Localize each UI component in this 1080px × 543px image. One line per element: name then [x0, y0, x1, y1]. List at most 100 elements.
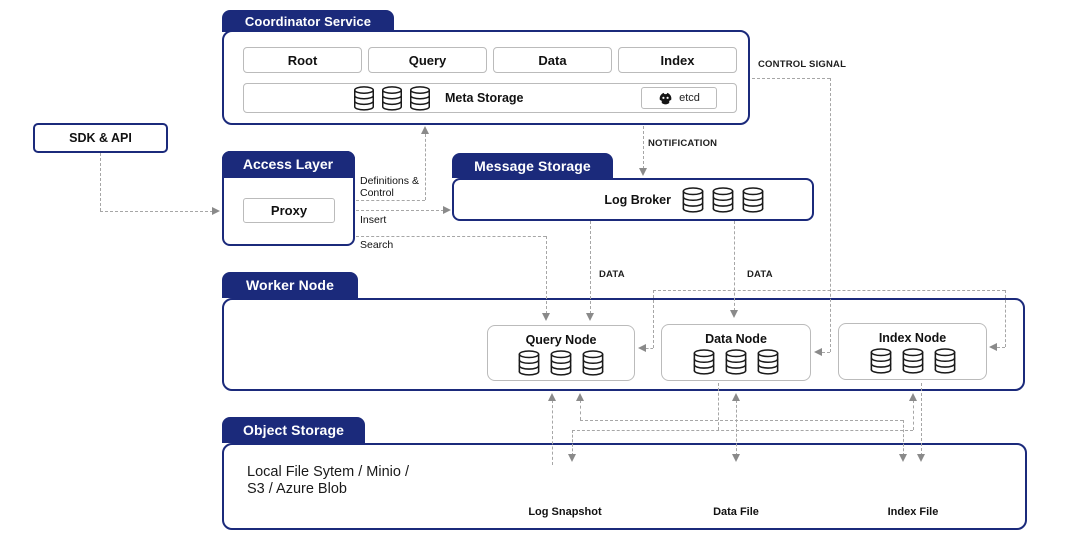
data-node-box: Data Node	[661, 324, 811, 381]
arrow-into-message-storage-top	[638, 168, 647, 176]
access-layer-header: Access Layer	[221, 150, 355, 178]
index-file-label: Index File	[887, 506, 939, 518]
log-broker-icons	[680, 186, 766, 213]
etcd-icon	[658, 90, 673, 106]
object-storage-title: Object Storage	[243, 422, 344, 438]
arrow-into-query-node-bottom-1	[547, 393, 556, 401]
index-node-label: Index Node	[878, 331, 947, 345]
object-storage-box	[222, 443, 1027, 530]
message-storage-tab: Message Storage	[452, 153, 613, 178]
message-storage-box: Log Broker	[452, 178, 814, 221]
arrow-into-data-node-bottom	[731, 393, 740, 401]
object-storage-tab: Object Storage	[222, 417, 365, 443]
backends-line-1: Local File Sytem / Minio /	[247, 464, 409, 480]
edge-index-node-index-file-v	[921, 383, 922, 456]
database-icon	[723, 349, 749, 375]
edge-search-v	[546, 236, 547, 314]
database-icon	[380, 85, 404, 111]
edge-insert-h	[356, 210, 444, 211]
coordinator-service-tab: Coordinator Service	[222, 10, 394, 32]
data-file-label: Data File	[713, 506, 759, 518]
coordinator-root-box: Root	[243, 47, 362, 73]
log-snapshot-label: Log Snapshot	[528, 506, 602, 518]
arrow-into-index-node-bottom	[908, 393, 917, 401]
edge-defcontrol-v	[425, 134, 426, 200]
edge-sdk-to-access-h	[100, 211, 213, 212]
edge-label-data-right: DATA	[747, 269, 773, 280]
backends-line-2: S3 / Azure Blob	[247, 481, 347, 497]
coordinator-index-box: Index	[618, 47, 737, 73]
edge-notification-v	[643, 126, 644, 169]
edge-query-index-file-v	[903, 420, 904, 456]
database-icon	[548, 350, 574, 376]
coordinator-data-box: Data	[493, 47, 612, 73]
edge-search-h	[356, 236, 546, 237]
database-icon	[710, 186, 736, 213]
meta-storage-label: Meta Storage	[445, 91, 524, 105]
edge-label-definitions-line2: Control	[360, 187, 394, 199]
edge-control-signal-v-query	[653, 290, 654, 348]
proxy-box: Proxy	[243, 198, 335, 223]
edge-label-control-signal: CONTROL SIGNAL	[758, 59, 847, 70]
database-icon	[408, 85, 432, 111]
edge-control-signal-stub-query	[646, 348, 653, 349]
object-storage-backends: Local File Sytem / Minio / S3 / Azure Bl…	[247, 464, 409, 498]
sdk-api-box: SDK & API	[33, 123, 168, 153]
coordinator-query-label: Query	[408, 52, 447, 68]
edge-data-to-data-node	[734, 221, 735, 311]
arrow-into-query-node-bottom-2	[575, 393, 584, 401]
index-node-box: Index Node	[838, 323, 987, 380]
edge-label-insert: Insert	[360, 214, 387, 226]
coordinator-service-title: Coordinator Service	[244, 13, 372, 29]
index-node-icons	[868, 348, 958, 374]
sdk-api-label: SDK & API	[69, 131, 132, 145]
arrow-into-log-snapshot	[567, 454, 576, 462]
database-icon	[755, 349, 781, 375]
query-node-icons	[516, 350, 606, 376]
edge-control-signal-v1	[830, 78, 831, 352]
edge-data-node-branch-h	[572, 430, 913, 431]
arrow-control-into-query-node	[638, 343, 646, 352]
data-node-label: Data Node	[705, 332, 767, 346]
arrow-control-into-index-node	[989, 342, 997, 351]
edge-label-data-left: DATA	[599, 269, 625, 280]
edge-label-definitions: Definitions & Control	[360, 175, 419, 199]
worker-node-title: Worker Node	[246, 277, 334, 293]
arrow-data-into-query-node	[585, 313, 594, 321]
database-icon	[868, 348, 894, 374]
edge-control-signal-v-index	[1005, 290, 1006, 347]
coordinator-index-label: Index	[660, 52, 695, 68]
arrow-search-into-query-node	[541, 313, 550, 321]
edge-label-definitions-line1: Definitions &	[360, 175, 419, 187]
arrow-control-into-data-node	[814, 347, 822, 356]
meta-storage-icons	[352, 85, 432, 111]
message-storage-title: Message Storage	[474, 157, 591, 174]
proxy-label: Proxy	[270, 203, 308, 218]
arrow-into-message-storage	[443, 205, 451, 214]
coordinator-query-box: Query	[368, 47, 487, 73]
edge-defcontrol-h	[356, 200, 425, 201]
arrow-into-data-file	[731, 454, 740, 462]
edge-control-signal-stub-index	[997, 347, 1005, 348]
edge-into-log-snapshot-v	[572, 430, 573, 456]
query-node-label: Query Node	[525, 333, 597, 347]
edge-index-file-to-query-node-v	[580, 400, 581, 420]
meta-storage-row: Meta Storage etcd	[243, 83, 737, 113]
coordinator-root-label: Root	[287, 52, 318, 68]
edge-into-index-node-v	[913, 400, 914, 430]
edge-sdk-to-access-v	[100, 153, 101, 211]
access-layer-title: Access Layer	[242, 156, 334, 172]
log-broker-label: Log Broker	[604, 192, 671, 207]
arrow-data-into-data-node	[729, 310, 738, 318]
etcd-badge: etcd	[641, 87, 717, 109]
edge-label-notification: NOTIFICATION	[648, 138, 718, 149]
arrow-into-index-file-1	[898, 454, 907, 462]
edge-control-signal-h1	[752, 78, 830, 79]
edge-data-to-query-node	[590, 221, 591, 314]
database-icon	[932, 348, 958, 374]
edge-data-node-data-file-v	[736, 400, 737, 456]
database-icon	[516, 350, 542, 376]
database-icon	[740, 186, 766, 213]
database-icon	[352, 85, 376, 111]
